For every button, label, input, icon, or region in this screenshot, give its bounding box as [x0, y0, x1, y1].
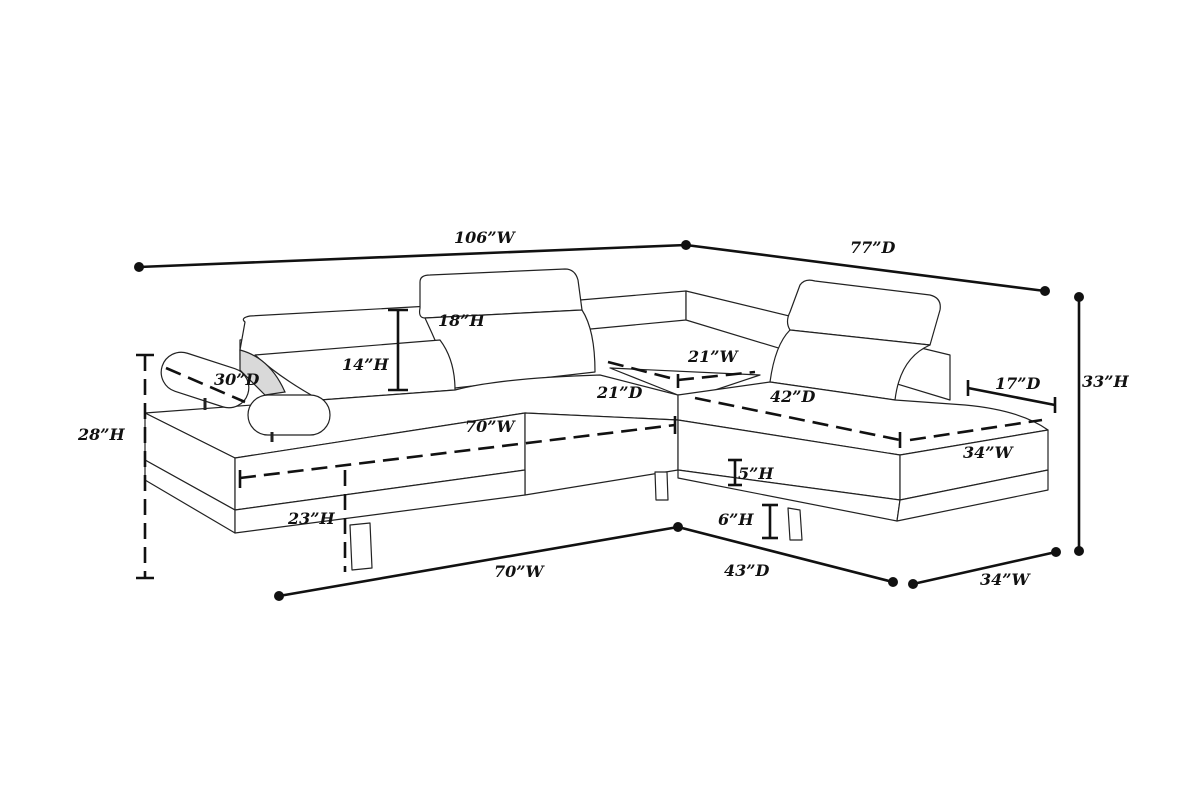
- dimension-labels: 106”W 77”D 33”H 18”H 14”H 30”D 28”H 70”W…: [77, 228, 1129, 589]
- label-seat-width: 70”W: [465, 417, 516, 436]
- label-corner-depth: 21”D: [596, 383, 642, 402]
- label-left-height: 28”H: [77, 425, 125, 444]
- label-base-right-width: 34”W: [980, 570, 1031, 589]
- label-seat-cushion-height: 5”H: [738, 464, 774, 483]
- dimension-lines: [134, 240, 1084, 601]
- label-overall-width: 106”W: [454, 228, 517, 247]
- label-right-seat-depth: 42”D: [770, 387, 815, 406]
- label-leg-height: 6”H: [718, 510, 754, 529]
- label-back-height: 14”H: [342, 355, 389, 374]
- label-base-width: 70”W: [494, 562, 545, 581]
- label-seat-height: 23”H: [287, 509, 335, 528]
- label-right-arm-depth: 17”D: [995, 374, 1040, 393]
- label-armrest-depth: 30”D: [214, 370, 259, 389]
- label-base-depth: 43”D: [724, 561, 769, 580]
- sofa-outline: [144, 268, 1049, 571]
- label-corner-width: 21”W: [687, 347, 739, 366]
- label-overall-height: 33”H: [1082, 372, 1129, 391]
- label-overall-depth: 77”D: [850, 238, 895, 257]
- label-right-arm-width: 34”W: [963, 443, 1014, 462]
- label-headrest-height: 18”H: [438, 311, 485, 330]
